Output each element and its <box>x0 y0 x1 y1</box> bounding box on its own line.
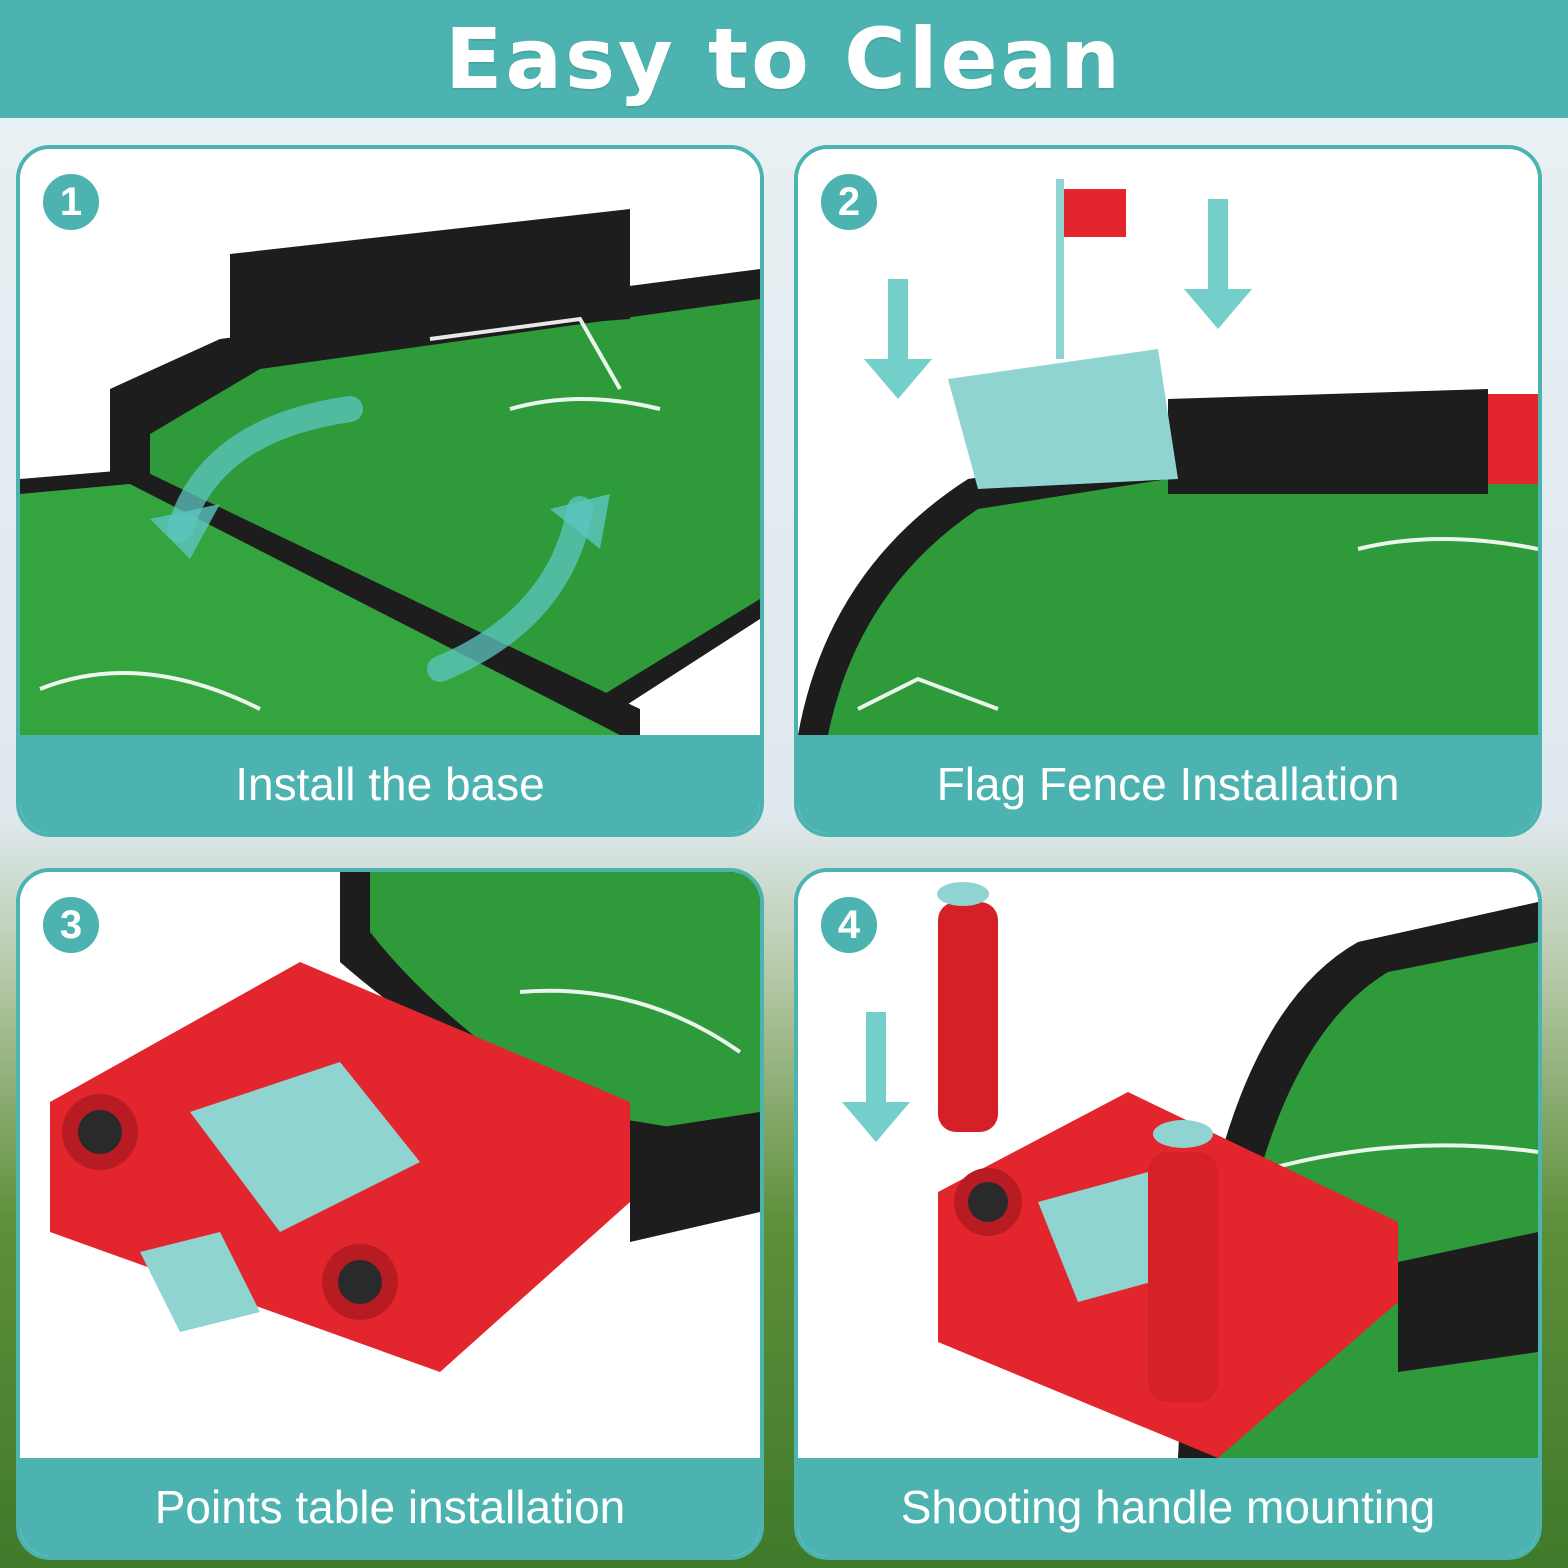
shooting-handle-image <box>798 872 1538 1458</box>
step-number-badge: 1 <box>40 171 102 233</box>
flag-fence-image <box>798 149 1538 735</box>
step-card-4: 4 Shooting handle mounting <box>794 868 1542 1560</box>
step-caption: Flag Fence Installation <box>798 735 1538 833</box>
step-caption: Install the base <box>20 735 760 833</box>
step-number-badge: 2 <box>818 171 880 233</box>
points-table-image <box>20 872 760 1458</box>
step-number-badge: 4 <box>818 894 880 956</box>
step-card-2: 2 Flag Fence Installation <box>794 145 1542 837</box>
banner-title: Easy to Clean <box>444 10 1124 108</box>
install-base-image <box>20 149 760 735</box>
top-banner: Easy to Clean <box>0 0 1568 118</box>
step-caption: Points table installation <box>20 1458 760 1556</box>
step-number-badge: 3 <box>40 894 102 956</box>
step-caption: Shooting handle mounting <box>798 1458 1538 1556</box>
step-card-3: 3 Points table installation <box>16 868 764 1560</box>
step-card-1: 1 Install the base <box>16 145 764 837</box>
